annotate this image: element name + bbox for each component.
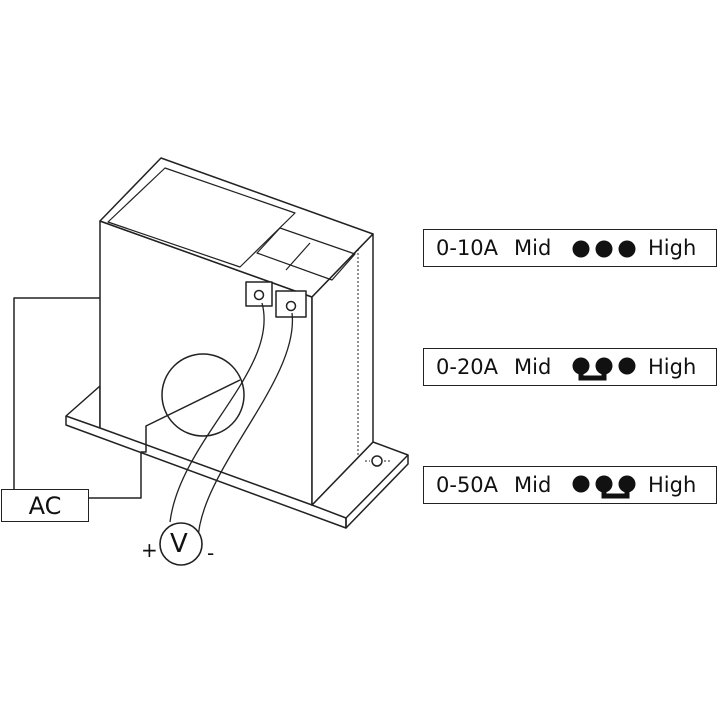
top-terminal-block xyxy=(256,227,356,281)
mid-label: Mid xyxy=(514,236,552,260)
ac-loop-wire xyxy=(13,297,100,489)
conductor-wire xyxy=(89,379,241,499)
mid-label: Mid xyxy=(514,473,552,497)
mid-label: Mid xyxy=(514,355,552,379)
top-label-area xyxy=(107,167,296,268)
range-label: 0-50A xyxy=(436,473,499,497)
ac-source-box: AC xyxy=(1,489,89,522)
range-option-10a: 0-10A Mid High xyxy=(423,229,717,267)
high-label: High xyxy=(648,236,697,260)
voltmeter xyxy=(159,522,203,566)
high-label: High xyxy=(648,355,697,379)
range-label: 0-20A xyxy=(436,355,499,379)
jumper-pins-icon xyxy=(572,475,636,499)
signal-wire-plus xyxy=(169,302,265,523)
voltmeter-symbol: V xyxy=(170,529,188,559)
signal-wire-minus xyxy=(197,312,293,541)
base-plate xyxy=(65,385,101,429)
range-option-50a: 0-50A Mid High xyxy=(423,466,717,504)
jumper-pins-icon xyxy=(572,240,636,258)
mounting-hole xyxy=(371,455,383,467)
high-label: High xyxy=(648,473,697,497)
range-label: 0-10A xyxy=(436,236,499,260)
plus-sign: + xyxy=(141,538,158,562)
minus-sign: - xyxy=(207,541,215,565)
conductor-window xyxy=(161,353,245,437)
range-option-20a: 0-20A Mid High xyxy=(423,348,717,386)
jumper-pins-icon xyxy=(572,357,636,381)
ac-label: AC xyxy=(28,491,62,520)
